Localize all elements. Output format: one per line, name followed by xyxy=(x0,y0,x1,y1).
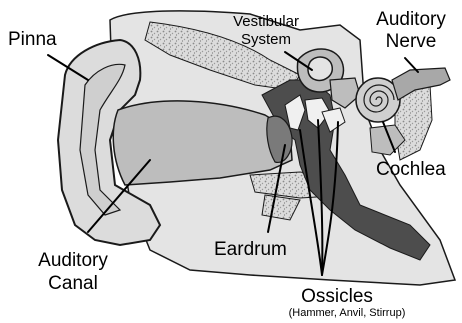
ossicles-detail-label: (Hammer, Anvil, Stirrup) xyxy=(262,308,432,319)
auditory-nerve-label-line1: Auditory xyxy=(364,10,458,29)
eardrum-label: Eardrum xyxy=(214,240,287,259)
vestibular-label-line2: System xyxy=(224,32,308,47)
auditory-canal-label-line2: Canal xyxy=(18,274,128,293)
pinna-label: Pinna xyxy=(8,30,57,49)
vestibular-label-line1: Vestibular xyxy=(224,14,308,29)
auditory-canal-label-line1: Auditory xyxy=(18,251,128,270)
ossicles-label: Ossicles xyxy=(282,287,392,306)
auditory-nerve-label-line2: Nerve xyxy=(364,32,458,51)
cochlea-label: Cochlea xyxy=(376,160,446,179)
